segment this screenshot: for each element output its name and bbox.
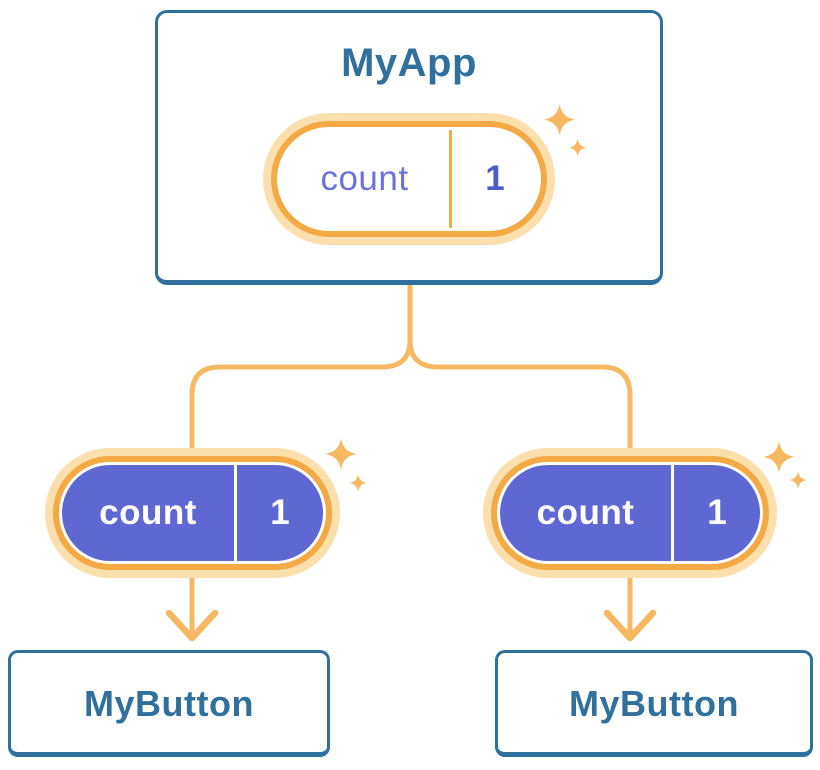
state-pill: count 1 (271, 121, 547, 237)
component-title: MyButton (84, 683, 254, 724)
arrow-down-icon (603, 609, 657, 642)
component-title: MyButton (569, 683, 739, 724)
pill-divider (671, 465, 674, 561)
state-name: count (320, 159, 409, 198)
component-title: MyApp (341, 41, 477, 85)
state-value: 1 (270, 493, 290, 532)
state-value: 1 (485, 159, 505, 198)
pill-divider (449, 130, 452, 228)
state-pill-root: count 1 (263, 113, 555, 245)
pill-divider (234, 465, 237, 561)
state-pill-left-child: count 1 (45, 448, 340, 578)
component-card-mybutton-left: MyButton (8, 650, 330, 757)
state-pill: count 1 (491, 456, 769, 570)
state-pill: count 1 (53, 456, 332, 570)
state-pill-right-child: count 1 (483, 448, 777, 578)
state-pill-body: count 1 (500, 465, 760, 561)
state-name: count (536, 493, 635, 532)
component-card-mybutton-right: MyButton (495, 650, 813, 757)
state-pill-body: count 1 (280, 130, 538, 228)
state-pill-body: count 1 (62, 465, 323, 561)
state-name: count (99, 493, 197, 532)
state-value: 1 (707, 493, 727, 532)
connector-root-to-right-child (407, 277, 633, 638)
arrow-down-icon (165, 609, 219, 642)
connector-root-to-left-child (189, 277, 413, 638)
